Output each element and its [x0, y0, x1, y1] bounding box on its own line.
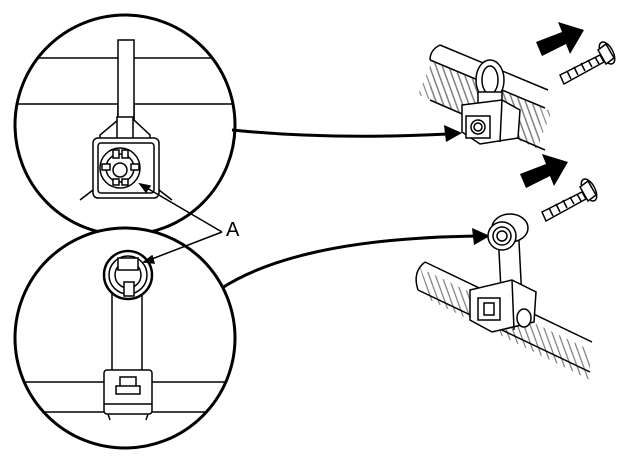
connector-arrows — [221, 128, 481, 290]
lower-clip — [469, 213, 537, 333]
arrow-right-icon — [536, 22, 584, 56]
arrow-right-icon — [520, 154, 568, 188]
lower-harness-assembly — [415, 213, 593, 380]
screw-icon — [541, 178, 598, 223]
screw-icon — [559, 41, 616, 86]
bottom-detail-magnifier — [13, 226, 237, 450]
upper-clip — [461, 59, 521, 145]
connector-arrowheads — [444, 125, 490, 245]
callout-leaders — [138, 182, 223, 264]
upper-harness-assembly — [418, 44, 552, 151]
top-detail-magnifier — [13, 13, 237, 237]
callout-label-a: A — [226, 219, 240, 241]
